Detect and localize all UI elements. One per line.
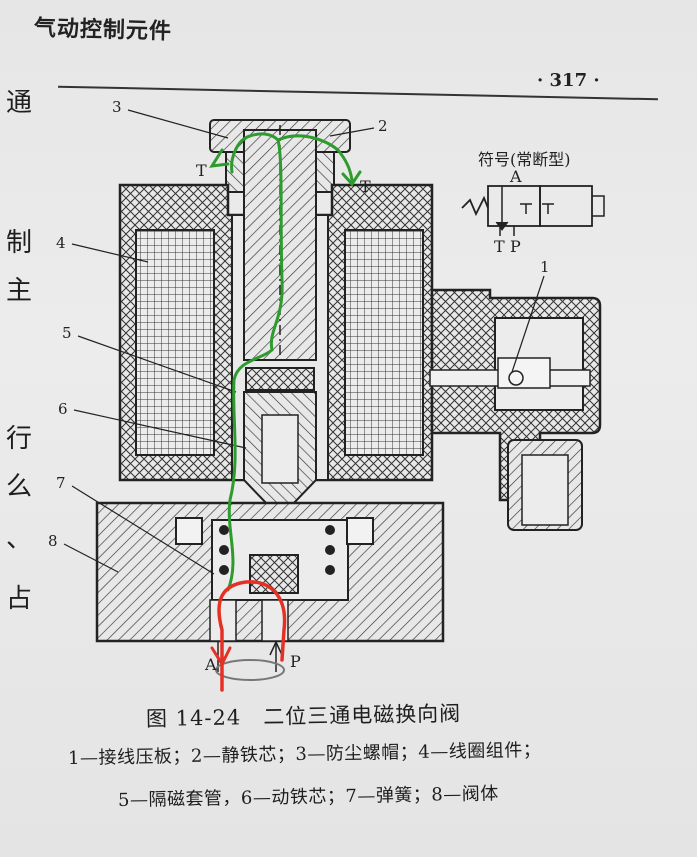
- symbol-title: 符号(常断型): [478, 150, 571, 169]
- spring: [219, 525, 335, 575]
- flow-line-green-right: [276, 134, 354, 182]
- page-number: · 317 ·: [537, 70, 600, 91]
- flow-arrow-green-left: [209, 148, 230, 168]
- part-label-1: 1: [540, 258, 550, 276]
- margin-text-6: 、: [6, 524, 33, 554]
- part-label-8: 8: [48, 532, 58, 550]
- part-label-6: 6: [58, 400, 68, 418]
- cable-gland-bore: [521, 454, 569, 526]
- seal-left: [175, 517, 203, 545]
- port-label-p: P: [290, 652, 301, 671]
- seal-right: [346, 517, 374, 545]
- part-label-3: 3: [112, 98, 122, 116]
- margin-text-1: 通: [6, 88, 33, 118]
- valve-seat: [249, 554, 299, 594]
- clamp-block: [497, 357, 551, 389]
- port-a-bore: [209, 599, 237, 642]
- margin-text-2: 制: [6, 228, 33, 258]
- margin-text-4: 行: [6, 424, 33, 454]
- flow-arrow-green-right: [341, 170, 362, 187]
- part-label-2: 2: [378, 117, 388, 135]
- valve-symbol: [461, 185, 605, 236]
- leader-lines: [63, 109, 545, 575]
- symbol-port-t: T: [494, 237, 505, 256]
- coil-right: [344, 229, 424, 456]
- moving-core-head: [245, 367, 315, 391]
- flow-arrow-red: [210, 646, 232, 668]
- port-label-a: A: [204, 655, 217, 674]
- core-spring-cavity: [261, 414, 299, 484]
- margin-text-7: 占: [6, 584, 33, 614]
- part-label-4: 4: [56, 234, 66, 252]
- flow-line-red: [217, 580, 287, 692]
- margin-text-3: 主: [6, 276, 33, 306]
- coil-left: [135, 229, 215, 456]
- symbol-port-a: A: [509, 167, 522, 186]
- flow-line-green: [226, 132, 284, 592]
- port-label-t-right: T: [360, 177, 371, 196]
- terminal-screw: [508, 370, 524, 386]
- part-label-5: 5: [62, 324, 72, 342]
- symbol-port-p: P: [510, 237, 521, 256]
- part-label-7: 7: [56, 474, 66, 492]
- port-label-t-left: T: [196, 161, 207, 180]
- figure-caption: 图 14-24 二位三通电磁换向阀: [145, 701, 462, 731]
- margin-text-5: 么: [6, 472, 33, 502]
- pencil-loop: [215, 659, 285, 681]
- port-p-arrow: [269, 640, 283, 656]
